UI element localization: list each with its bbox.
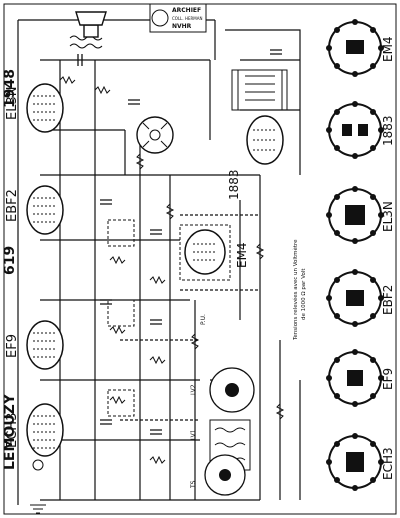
base-label-em4: EM4: [381, 36, 395, 62]
stamp-line-2: COLL. HERMAN: [172, 16, 202, 21]
tube-el3n: EL3N: [5, 83, 64, 133]
base-label-1883: 1883: [381, 115, 395, 146]
base-label-ebf2: EBF2: [381, 285, 395, 315]
lv1-label: LV1: [190, 429, 197, 440]
base-diagram-ech3: ECH3: [326, 433, 395, 491]
tube-em4: EM4: [179, 224, 249, 281]
base-diagram-ef9: EF9: [326, 349, 395, 407]
tube-ef9: EF9: [5, 320, 64, 370]
tube-label-ech3: ECH3: [5, 413, 20, 448]
stamp-line-3: NVHR: [172, 23, 192, 30]
tube-ebf2: EBF2: [5, 185, 64, 235]
pu-label: P.U.: [200, 314, 207, 325]
tube-1883: 1883: [227, 115, 284, 200]
stamp-line-1: ARCHIEF: [172, 7, 201, 14]
range-switch: [204, 367, 255, 496]
tube-label-ebf2: EBF2: [5, 189, 20, 222]
loudspeaker-icon: [75, 11, 107, 38]
ground-icon: [30, 459, 46, 514]
lv2-label: LV2: [190, 384, 197, 395]
base-diagram-ebf2: EBF2: [326, 269, 395, 327]
year-label: 1948: [2, 69, 18, 108]
tube-label-ef9: EF9: [5, 334, 20, 358]
tension-note-2: de 1000 Ω par Volt: [301, 268, 307, 320]
base-diagram-1883: 1883: [326, 101, 395, 159]
base-label-ef9: EF9: [381, 368, 395, 390]
model-label: 619: [2, 246, 18, 275]
transformers: [69, 35, 288, 471]
tube-label-em4: EM4: [235, 242, 249, 268]
brand-label: LEMOUZY: [2, 393, 18, 470]
tube-ech3: ECH3: [5, 403, 64, 457]
base-diagram-el3n: EL3N: [326, 186, 395, 244]
base-label-el3n: EL3N: [381, 201, 395, 232]
tube-label-el3n: EL3N: [5, 87, 20, 120]
stamp-logo-icon: [151, 9, 169, 27]
base-diagram-em4: EM4: [326, 19, 395, 77]
resistors: [59, 75, 285, 465]
capacitors: [77, 49, 282, 435]
tube-label-1883: 1883: [227, 169, 241, 200]
archive-stamp: ARCHIEF COLL. HERMAN NVHR: [149, 3, 207, 33]
tension-note-1: Tensions relevées avec un Voltmètre: [292, 239, 299, 341]
base-label-ech3: ECH3: [381, 447, 395, 480]
wave-switch: [136, 116, 174, 154]
ts-label: TS: [190, 480, 197, 489]
